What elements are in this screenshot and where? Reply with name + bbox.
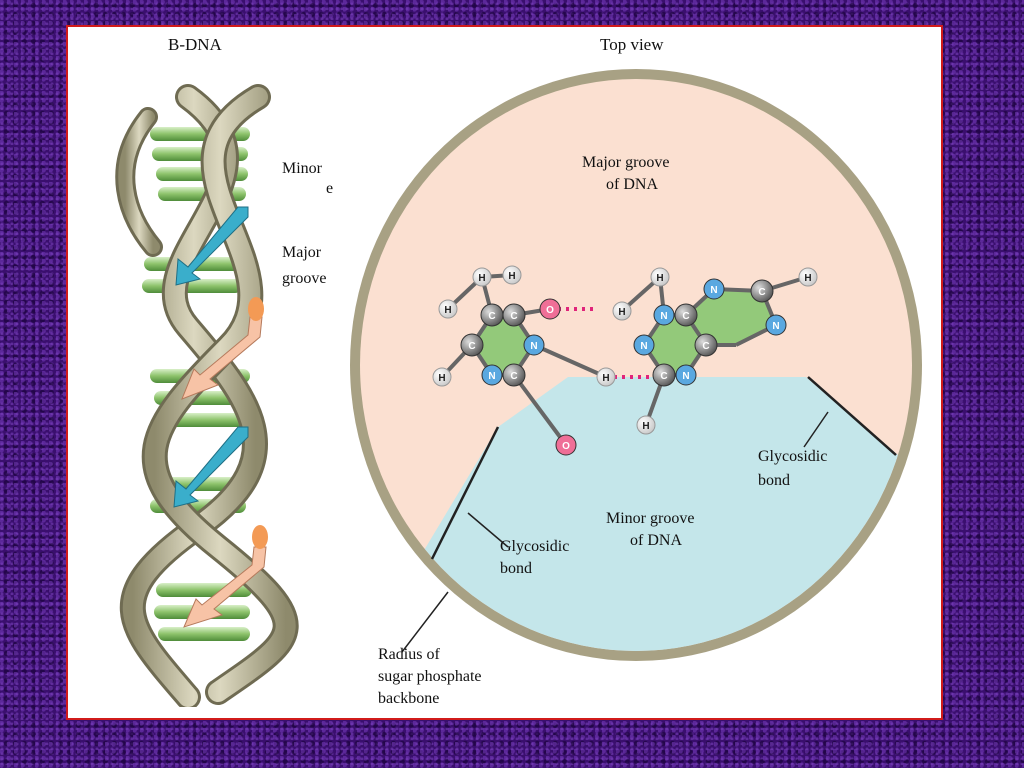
atom-label: N <box>772 321 779 332</box>
atom-label: N <box>530 341 537 352</box>
atom-label: H <box>642 421 649 432</box>
atom-h: H <box>636 415 656 435</box>
atom-label: H <box>444 305 451 316</box>
major-groove-label-line2: of DNA <box>606 176 658 193</box>
radius-label: Radius of <box>378 646 440 663</box>
atom-label: C <box>510 371 517 382</box>
atom-label: C <box>468 341 475 352</box>
atom-label: N <box>640 341 647 352</box>
atom-label: N <box>682 371 689 382</box>
atom-h: H <box>596 367 616 387</box>
atom-h: H <box>612 301 632 321</box>
atom-label: N <box>488 371 495 382</box>
atom-h: H <box>432 367 452 387</box>
atom-label: H <box>438 373 445 384</box>
atom-o: O <box>555 434 577 456</box>
atom-label: C <box>488 311 495 322</box>
glycosidic-bond-label-left-line2: bond <box>500 560 532 577</box>
atom-h: H <box>502 265 522 285</box>
atom-h: H <box>438 299 458 319</box>
radius-label-line2: sugar phosphate <box>378 668 482 685</box>
glycosidic-bond-label-right: Glycosidic <box>758 448 828 465</box>
glycosidic-bond-label-right-line2: bond <box>758 472 790 489</box>
atom-h: H <box>798 267 818 287</box>
minor-groove-label-fragment: e <box>326 180 334 197</box>
minor-groove-label: Minor <box>282 160 322 177</box>
sugar-phosphate-strands <box>115 84 299 707</box>
minor-groove-arrows <box>173 206 249 508</box>
atom-o: O <box>539 298 561 320</box>
atom-h: H <box>472 267 492 287</box>
atom-c: C <box>460 333 484 357</box>
major-groove-label-line1: Major <box>282 244 322 261</box>
atom-c: C <box>674 303 698 327</box>
b-dna-helix-illustration <box>115 84 346 707</box>
glycosidic-bond-label-left: Glycosidic <box>500 538 570 555</box>
atom-label: C <box>702 341 709 352</box>
radius-label-line3: backbone <box>378 690 440 707</box>
atom-label: C <box>758 287 765 298</box>
atom-n: N <box>633 334 655 356</box>
major-groove-arrows <box>181 297 268 628</box>
atom-label: O <box>546 305 554 316</box>
atom-n: N <box>481 364 503 386</box>
atom-label: C <box>682 311 689 322</box>
atom-label: H <box>602 373 609 384</box>
atom-c: C <box>502 303 526 327</box>
atom-h: H <box>650 267 670 287</box>
hydrogen-bonds <box>550 307 654 379</box>
atom-label: H <box>508 271 515 282</box>
atom-label: O <box>562 441 570 452</box>
minor-groove-label: Minor groove <box>606 510 695 527</box>
atom-n: N <box>653 304 675 326</box>
atom-label: C <box>660 371 667 382</box>
minor-groove-label-line2: of DNA <box>630 532 682 549</box>
atom-c: C <box>694 333 718 357</box>
atom-c: C <box>502 363 526 387</box>
major-groove-label: Major groove <box>582 154 670 171</box>
figure-frame: B-DNA Top view <box>66 25 943 720</box>
top-view-title: Top view <box>600 35 664 54</box>
atom-c: C <box>480 303 504 327</box>
bdna-title: B-DNA <box>168 35 222 54</box>
atom-n: N <box>675 364 697 386</box>
atoms: H H H H C C C N N C O O H H H N C N C C N N C N H H <box>432 265 818 456</box>
atom-label: C <box>510 311 517 322</box>
atom-c: C <box>652 363 676 387</box>
atom-label: H <box>618 307 625 318</box>
atom-label: H <box>804 273 811 284</box>
atom-label: H <box>478 273 485 284</box>
atom-n: N <box>703 278 725 300</box>
atom-label: H <box>656 273 663 284</box>
major-groove-label-line2: groove <box>282 270 327 287</box>
atom-n: N <box>523 334 545 356</box>
atom-n: N <box>765 314 787 336</box>
atom-c: C <box>750 279 774 303</box>
atom-label: N <box>710 285 717 296</box>
atom-label: N <box>660 311 667 322</box>
